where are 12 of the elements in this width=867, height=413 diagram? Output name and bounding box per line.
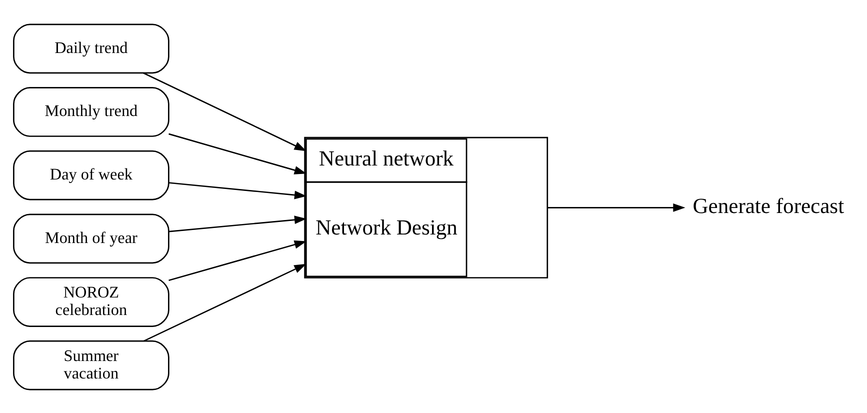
node-box: Month of year xyxy=(13,213,170,264)
node-text: Generate forecast xyxy=(692,193,844,218)
arrow xyxy=(168,182,307,199)
arrow xyxy=(168,240,307,281)
node-box: Day of week xyxy=(13,150,170,200)
arrow xyxy=(548,202,686,212)
node-box: Daily trend xyxy=(13,23,170,74)
node-box: NOROZ celebration xyxy=(13,276,170,326)
arrow xyxy=(168,215,307,232)
node-box: Monthly trend xyxy=(13,86,170,136)
arrow xyxy=(168,132,307,174)
node-box: Summer vacation xyxy=(13,340,170,390)
